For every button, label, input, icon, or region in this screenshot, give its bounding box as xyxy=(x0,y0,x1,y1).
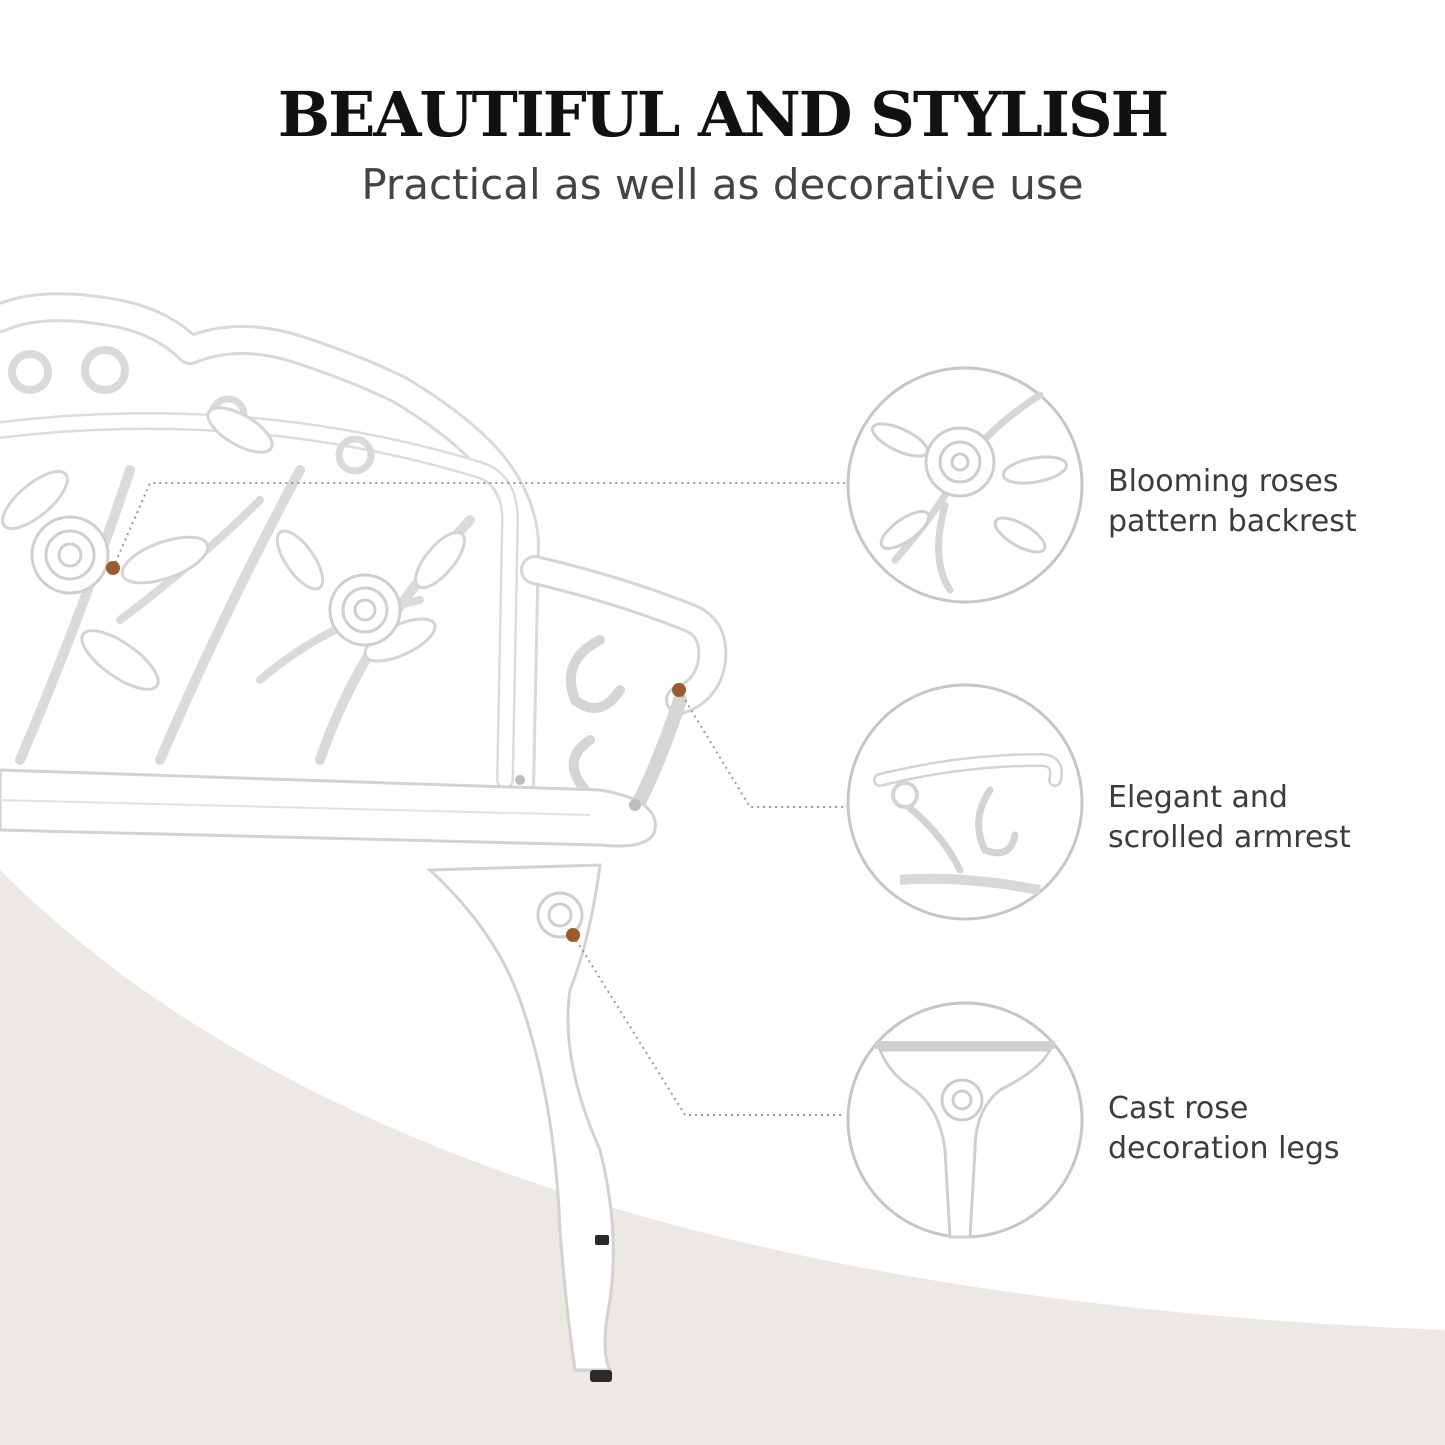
floor-curve xyxy=(0,870,1445,1445)
bench-leaves xyxy=(1,406,466,691)
leader-legs xyxy=(572,934,845,1116)
bench-armrest xyxy=(520,555,728,807)
callout-markers xyxy=(106,561,686,942)
leader-armrest xyxy=(678,689,845,808)
callout-leaders xyxy=(112,482,845,1116)
page-title: BEAUTIFUL AND STYLISH xyxy=(277,78,1169,151)
scrolled-armrest-detail-icon xyxy=(846,683,1084,921)
bench-seat xyxy=(0,768,657,848)
feature-armrest-line1: Elegant and xyxy=(1108,780,1288,815)
bench-roses xyxy=(30,515,402,647)
rose-leg-detail-icon xyxy=(846,1001,1084,1239)
feature-backrest-line2: pattern backrest xyxy=(1108,504,1357,539)
feature-armrest-line2: scrolled armrest xyxy=(1108,820,1351,855)
leader-backrest xyxy=(112,482,845,569)
feature-backrest-line1: Blooming roses xyxy=(1108,464,1339,499)
page-subtitle: Practical as well as decorative use xyxy=(361,160,1084,209)
rose-backrest-detail-icon xyxy=(846,366,1084,604)
feature-label-armrest: Elegant and scrolled armrest xyxy=(1108,778,1438,858)
marker-backrest xyxy=(106,561,120,575)
feature-legs-line2: decoration legs xyxy=(1108,1131,1340,1166)
feature-legs-line1: Cast rose xyxy=(1108,1091,1249,1126)
feature-label-legs: Cast rose decoration legs xyxy=(1108,1089,1438,1169)
marker-armrest xyxy=(672,683,686,697)
marker-legs xyxy=(566,928,580,942)
bench-leg xyxy=(426,863,615,1382)
feature-label-backrest: Blooming roses pattern backrest xyxy=(1108,462,1438,542)
